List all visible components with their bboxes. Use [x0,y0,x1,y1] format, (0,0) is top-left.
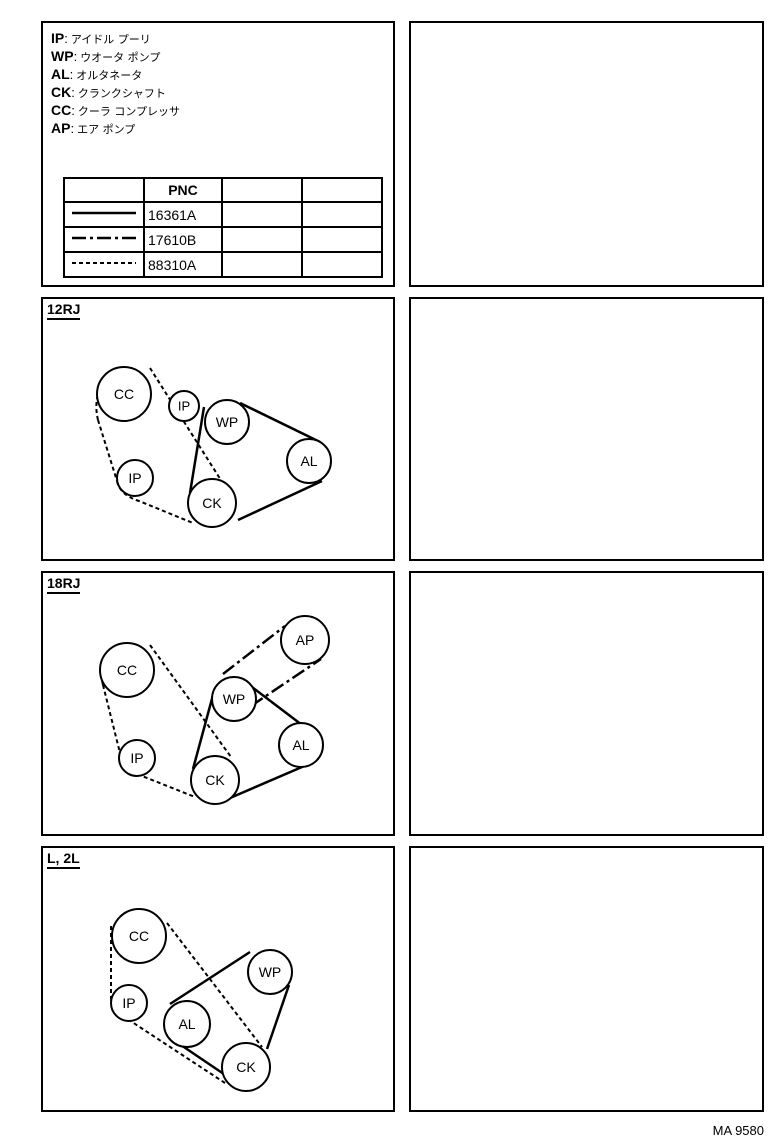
abbreviation-list: IP:アイドル プーリ WP:ウオータ ポンプ AL:オルタネータ CK:クラン… [51,29,180,137]
pnc-row: 16361A [63,201,383,228]
legend-item-wp: WP:ウオータ ポンプ [51,48,161,64]
belt-diagram-l-2l: CC WP IP AL CK [110,908,293,1092]
pulley-label: CC [117,662,137,678]
empty-panel [409,21,764,287]
pulley-label: WP [216,414,239,430]
engine-label: 18RJ [47,575,81,594]
legend-item-ck: CK:クランクシャフト [51,84,166,100]
dash-dot-belt-segment [250,657,322,708]
pulley-ap [280,615,330,665]
pulley-label: WP [223,691,246,707]
pulley-label: AL [292,737,309,753]
pulley-ck [187,478,237,528]
dashed-belt-segment [149,367,225,486]
pulley-label: WP [259,964,282,980]
legend-panel: IP:アイドル プーリ WP:ウオータ ポンプ AL:オルタネータ CK:クラン… [41,21,395,287]
solid-belt-segment [265,984,291,1050]
pnc-empty-cell [221,201,303,228]
pulley-ip-upper [168,390,200,422]
pulley-label: CK [236,1059,256,1075]
pulley-ck [221,1042,271,1092]
solid-belt-segment [229,762,310,800]
pulley-label: IP [130,750,143,766]
pulley-label: CC [129,928,149,944]
empty-panel [409,846,764,1112]
dashed-belt-segment [149,644,232,758]
pulley-label: CK [205,772,225,788]
pnc-value: 17610B [143,226,223,253]
pulley-al [278,722,324,768]
dashed-line-swatch [72,262,136,264]
pnc-empty-header-cell [301,177,383,203]
pnc-line-header-cell [63,177,145,203]
legend-item-ap: AP:エア ポンプ [51,120,136,136]
solid-belt-segment [237,479,323,522]
pulley-ip-lower [116,459,154,497]
empty-panel [409,297,764,561]
diagram-panel-l-2l: CC WP IP AL CK L, 2L [41,846,395,1112]
pulley-label: IP [128,470,141,486]
pnc-row: 88310A [63,251,383,278]
pnc-row: 17610B [63,226,383,253]
pulley-label: AL [178,1016,195,1032]
belt-diagram-18rj: AP CC WP AL IP CK [99,615,330,805]
pnc-table-header-row: PNC [63,177,383,203]
legend-item-al: AL:オルタネータ [51,66,143,82]
pulley-ip [118,739,156,777]
legend-item-cc: CC:クーラ コンプレッサ [51,102,181,118]
dash-dot-belt-segment [222,625,286,675]
pulley-wp [211,676,257,722]
pulley-label: IP [122,995,135,1011]
diagram-panel-12rj: CC IP WP AL IP CK 12RJ [41,297,395,561]
solid-belt-segment [191,694,215,770]
pnc-value: 16361A [143,201,223,228]
pnc-empty-cell [221,226,303,253]
pulley-label: CC [114,386,134,402]
pnc-empty-cell [301,226,383,253]
dash-dot-line-swatch [72,236,136,240]
pulley-wp [247,949,293,995]
legend-item-ip: IP:アイドル プーリ [51,30,151,46]
pulley-label: CK [202,495,222,511]
pulley-label: AL [300,453,317,469]
dashed-belt-segment [95,383,104,421]
pulley-al [286,438,332,484]
pulley-ck [190,755,240,805]
diagram-panel-18rj: AP CC WP AL IP CK 18RJ [41,571,395,836]
line-style-cell [63,201,145,228]
dashed-belt-segment [102,684,121,754]
dashed-belt-segment [166,922,263,1048]
solid-belt-segment [239,401,321,444]
belt-diagram-12rj: CC IP WP AL IP CK [95,366,332,528]
dashed-belt-segment [97,419,118,482]
line-style-cell [63,251,145,278]
pnc-empty-cell [301,251,383,278]
figure-code: MA 9580 [712,1123,764,1138]
pulley-wp [204,399,250,445]
pulley-label: AP [296,632,315,648]
solid-belt-segment [169,950,251,1006]
pnc-empty-header-cell [221,177,303,203]
pnc-empty-cell [221,251,303,278]
line-style-cell [63,226,145,253]
empty-panel [409,571,764,836]
solid-belt-segment [188,406,206,494]
pulley-cc [111,908,167,964]
pnc-table: PNC 16361A 17610B [63,177,383,278]
pnc-value: 88310A [143,251,223,278]
pulley-al [163,1000,211,1048]
engine-label: 12RJ [47,301,81,320]
pulley-label: IP [178,399,190,414]
pnc-empty-cell [301,201,383,228]
solid-belt-segment [251,686,307,729]
pulley-ip [110,984,148,1022]
engine-label: L, 2L [47,850,80,869]
solid-line-swatch [72,211,136,215]
pulley-cc [96,366,152,422]
pnc-header: PNC [143,177,223,203]
pulley-cc [99,642,155,698]
